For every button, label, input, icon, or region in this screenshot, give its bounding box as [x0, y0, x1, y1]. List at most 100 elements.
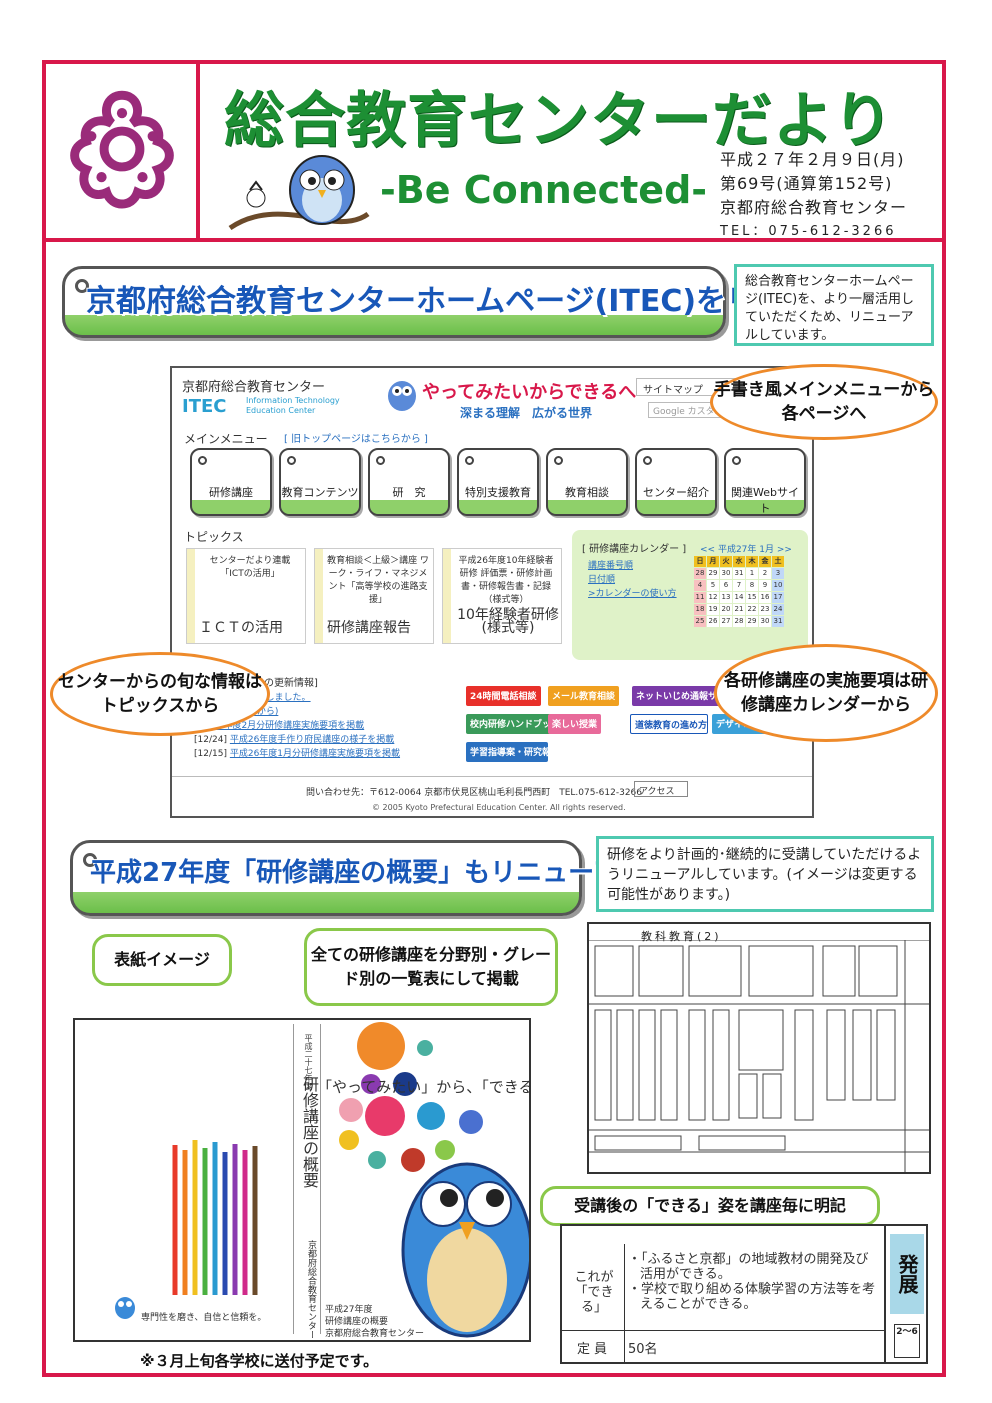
calendar-day[interactable]: 31 — [772, 616, 784, 627]
calendar-day[interactable]: 21 — [733, 604, 745, 615]
grade-label: 発展 — [890, 1234, 924, 1314]
can-do-list: ・「ふるさと京都」の地域教材の開発及び活用ができる。 ・学校で取り組める体験学習… — [628, 1252, 880, 1312]
site-name: 京都府総合教育センター — [182, 380, 326, 395]
can-do-label: これが「できる」 — [574, 1270, 614, 1315]
calendar-weekday: 土 — [772, 556, 784, 567]
calendar-day[interactable]: 20 — [720, 604, 732, 615]
calendar-day[interactable]: 26 — [707, 616, 719, 627]
callout-topics: センターからの旬な情報はトピックスから — [50, 652, 270, 736]
cover-year: 平成二十七年度 — [304, 1034, 313, 1090]
menu-button-special-support[interactable]: 特別支援教育 — [457, 448, 539, 516]
badge-fun-lesson[interactable]: 楽しい授業 — [548, 714, 602, 734]
calendar-weekday: 木 — [746, 556, 758, 567]
calendar-day[interactable]: 27 — [720, 616, 732, 627]
syllabus-grade-tag: 発展 2〜6 — [884, 1226, 928, 1364]
badge-net-bullying[interactable]: ネットいじめ通報サイト — [632, 686, 740, 706]
calendar-month[interactable]: << 平成27年 1月 >> — [700, 545, 792, 555]
topic-card-10year[interactable]: 平成26年度10年経験者研修 評価票・研修計画書・研修報告書・記録（様式等）10… — [442, 548, 562, 644]
cover-image: 平成二十七年度 研修講座の概要 京都府総合教育センター 「やってみたい」から、「… — [73, 1018, 531, 1342]
newsletter-subtitle: -Be Connected- — [380, 168, 708, 212]
calendar-day[interactable]: 28 — [694, 568, 706, 579]
badge-mail-consult[interactable]: メール教育相談 — [548, 686, 620, 706]
menu-button-links[interactable]: 関連Webサイト — [724, 448, 806, 516]
calendar-day[interactable]: 3 — [772, 568, 784, 579]
calendar-day[interactable]: 29 — [746, 616, 758, 627]
itec-site-screenshot: 京都府総合教育センター ITEC Information Technology … — [170, 366, 814, 818]
badge-moral-education[interactable]: 道徳教育の進め方 京都式ハンドブック — [630, 714, 708, 734]
callout-calendar: 各研修講座の実施要項は研修講座カレンダーから — [714, 644, 938, 742]
main-menu-label: メインメニュー — [184, 432, 268, 446]
calendar-day[interactable]: 22 — [746, 604, 758, 615]
update-item[interactable]: [12/24] 平成26年度手作り府民講座の様子を掲載 — [194, 735, 395, 745]
menu-button-training[interactable]: 研修講座 — [190, 448, 272, 516]
badge-handbook[interactable]: 校内研修ハンドブック — [466, 714, 565, 734]
color-dots-icon — [339, 1022, 483, 1172]
site-catchphrase-sub: 深まる理解 広がる世界 — [460, 406, 593, 420]
calendar-day[interactable]: 11 — [694, 592, 706, 603]
header-logo-cell — [42, 60, 200, 242]
footnote: ※３月上旬各学校に送付予定です。 — [140, 1352, 379, 1370]
issue-number: 第69号(通算第152号) — [720, 174, 893, 193]
calendar-day[interactable]: 24 — [772, 604, 784, 615]
calendar-day[interactable]: 23 — [759, 604, 771, 615]
calendar-day[interactable]: 8 — [746, 580, 758, 591]
cover-footer: 平成27年度 研修講座の概要 京都府総合教育センター — [325, 1305, 425, 1339]
callout-can: 受講後の「できる」姿を講座毎に明記 — [540, 1186, 880, 1226]
calendar-day[interactable]: 17 — [772, 592, 784, 603]
calendar-title: [ 研修講座カレンダー ] — [582, 544, 687, 555]
calendar-day[interactable]: 12 — [707, 592, 719, 603]
calendar-day[interactable]: 5 — [707, 580, 719, 591]
calendar-day[interactable]: 30 — [759, 616, 771, 627]
topic-card-ict[interactable]: センターだより連載「ICTの活用」ＩＣＴの活用 — [186, 548, 306, 644]
calendar-day[interactable]: 14 — [733, 592, 745, 603]
can-do-item: ・「ふるさと京都」の地域教材の開発及び活用ができる。 — [628, 1252, 869, 1282]
cover-spine — [293, 1024, 321, 1334]
calendar-link-howto[interactable]: >カレンダーの使い方 — [588, 589, 677, 599]
calendar-weekday: 金 — [759, 556, 771, 567]
calendar-day[interactable]: 13 — [720, 592, 732, 603]
calendar-day[interactable]: 30 — [720, 568, 732, 579]
cover-catchphrase: 「やってみたい」から、「できる」へ。 — [317, 1078, 531, 1096]
access-button[interactable]: アクセス — [634, 781, 688, 797]
callout-cover: 表紙イメージ — [92, 934, 232, 986]
calendar-day[interactable]: 7 — [733, 580, 745, 591]
cover-org: 京都府総合教育センター — [306, 1240, 316, 1339]
calendar-day[interactable]: 16 — [759, 592, 771, 603]
table-grid-icon — [589, 940, 929, 1172]
calendar-day[interactable]: 25 — [694, 616, 706, 627]
issue-date: 平成２７年２月９日(月) — [720, 150, 905, 169]
calendar-link-date[interactable]: 日付順 — [588, 575, 616, 585]
calendar-day[interactable]: 18 — [694, 604, 706, 615]
calendar-day[interactable]: 6 — [720, 580, 732, 591]
banner-ring-icon — [75, 279, 89, 293]
calendar-link-number[interactable]: 講座番号順 — [588, 561, 634, 571]
calendar-day[interactable]: 28 — [733, 616, 745, 627]
menu-button-contents[interactable]: 教育コンテンツ — [279, 448, 361, 516]
calendar-weekday: 月 — [707, 556, 719, 567]
badge-phone-consult[interactable]: 24時間電話相談 — [466, 686, 541, 706]
badge-database[interactable]: 学習指導案・研究報告書データベース — [466, 742, 548, 762]
menu-button-consultation[interactable]: 教育相談 — [546, 448, 628, 516]
calendar-day[interactable]: 19 — [707, 604, 719, 615]
calendar-day[interactable]: 4 — [694, 580, 706, 591]
calendar-day[interactable]: 31 — [733, 568, 745, 579]
course-list-table-image: 教科教育(2) — [587, 922, 931, 1174]
site-catchphrase: やってみたいからできるへ — [422, 382, 637, 403]
colored-pencils-icon — [172, 1140, 258, 1295]
old-top-link[interactable]: [ 旧トップページはこちらから ] — [284, 434, 428, 445]
update-item[interactable]: [12/15] 平成26年度1月分研修講座実施要項を掲載 — [194, 749, 401, 759]
calendar-day[interactable]: 10 — [772, 580, 784, 591]
calendar-day[interactable]: 9 — [759, 580, 771, 591]
calendar-day[interactable]: 2 — [759, 568, 771, 579]
section2-banner-text: 平成27年度「研修講座の概要」もリニューアル!! — [90, 858, 669, 888]
calendar-day[interactable]: 29 — [707, 568, 719, 579]
section2-note: 研修をより計画的･継続的に受講していただけるようリニューアルしています。(イメー… — [596, 836, 934, 912]
menu-button-center[interactable]: センター紹介 — [635, 448, 717, 516]
owl-mascot-large-icon — [401, 1162, 529, 1338]
banner-ring-icon — [83, 853, 97, 867]
calendar-day[interactable]: 1 — [746, 568, 758, 579]
update-item[interactable]: 平成26年度2月分研修講座実施要項を掲載 — [194, 721, 365, 731]
topic-card-report[interactable]: 教育相談＜上級＞講座 ワーク・ライフ・マネジメント「高等学校の進路支援」研修講座… — [314, 548, 434, 644]
menu-button-research[interactable]: 研 究 — [368, 448, 450, 516]
calendar-day[interactable]: 15 — [746, 592, 758, 603]
